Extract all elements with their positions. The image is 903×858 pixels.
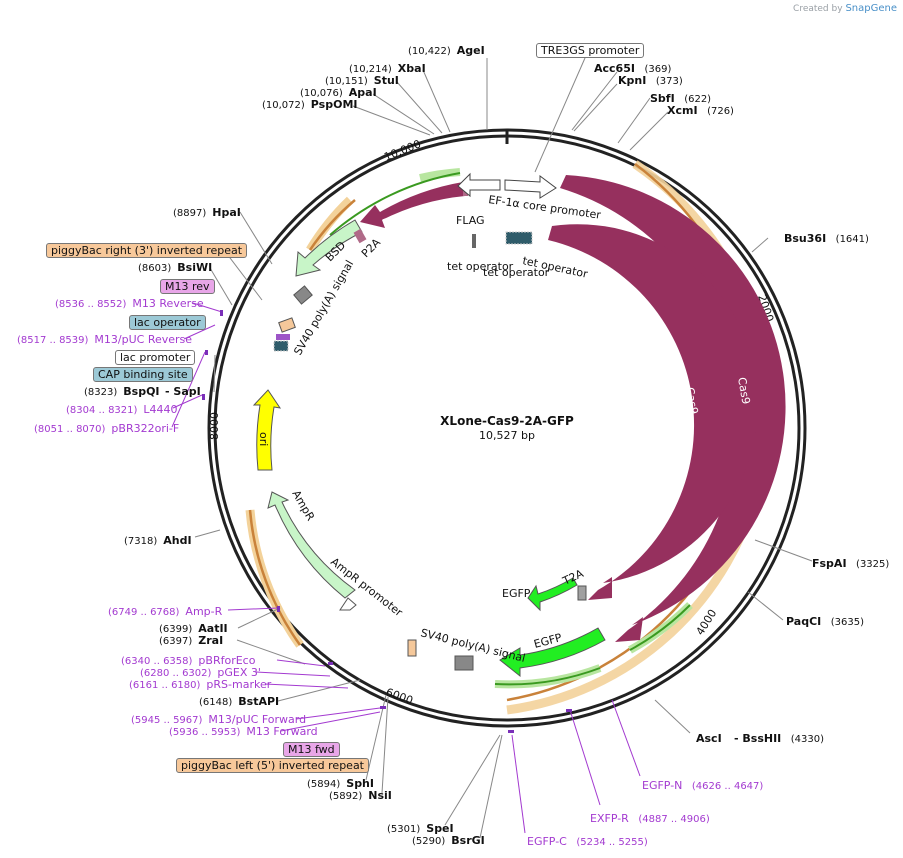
primer-leader-lines [171, 302, 641, 834]
feature-ef1a-promoter: EF-1α core promoter [488, 193, 603, 222]
tick-label-8000: 8000 [208, 412, 221, 440]
feature-tet-operator-2: tet operator [483, 266, 550, 279]
box-tre3gs-promoter: TRE3GS promoter [536, 43, 645, 58]
green-arc-bottomright [629, 604, 691, 651]
green-arc-top-halo [419, 168, 461, 182]
piggybac-right-box [278, 317, 296, 333]
box-m13-fwd: M13 fwd [283, 742, 340, 757]
tet-operator-small [472, 234, 476, 248]
site-bstapi: (6148)BstAPI [199, 695, 280, 708]
bsd-arrow [295, 219, 363, 277]
site-acc65i: Acc65I (369) [594, 62, 672, 75]
primer-prs-marker: (6161 .. 6180)pRS-marker [129, 678, 272, 691]
site-spei: (5301)SpeI [387, 822, 454, 835]
feature-cas9-outer: Cas9 [735, 376, 753, 405]
orange-arc-topleft [308, 199, 356, 251]
primer-amp-r: (6749 .. 6768)Amp-R [108, 605, 223, 618]
primer-pbrforeco: (6340 .. 6358)pBRforEco [121, 654, 256, 667]
feature-cas9-inner: Cas9 [683, 386, 701, 415]
green-arc-top [329, 172, 461, 236]
plasmid-name: XLone-Cas9-2A-GFP [440, 414, 574, 428]
ef1a-right-arrow [504, 175, 557, 199]
site-sapi: - SapI [165, 385, 201, 398]
feature-ampr: AmpR [289, 488, 317, 523]
site-agei: (10,422)AgeI [408, 44, 485, 57]
site-bsu36i: Bsu36I (1641) [784, 232, 869, 245]
primer-pbr322ori-f: (8051 .. 8070)pBR322ori-F [34, 422, 180, 435]
site-fspai: FspAI (3325) [812, 557, 890, 570]
site-bsrgi: (5290)BsrGI [412, 834, 485, 847]
site-aatii: (6399)AatII [159, 622, 228, 635]
site-asci: AscI [696, 732, 722, 745]
feature-ori: ori [257, 432, 270, 446]
egfp-inner-arrow [527, 577, 578, 612]
box-lac-promoter: lac promoter [115, 350, 196, 365]
primer-exfp-r: EXFP-R (4887 .. 4906) [590, 812, 710, 825]
orange-arc-left [248, 509, 302, 646]
ampr-promoter-arrow [339, 597, 357, 611]
site-pspomi: (10,072)PspOMI [262, 98, 358, 111]
tet-operator-block [505, 231, 533, 245]
ef1a-left-arrow [457, 172, 501, 198]
site-zrai: (6397)ZraI [159, 634, 224, 647]
primer-m13-reverse: (8536 .. 8552)M13 Reverse [55, 297, 204, 310]
credit-prefix: Created by [793, 4, 843, 14]
p2a-marker [353, 228, 367, 244]
piggybac-left-box [407, 639, 417, 657]
site-kpni: KpnI (373) [618, 74, 683, 87]
m13-rev-box [276, 334, 290, 340]
site-bspqi: (8323)BspQI [84, 385, 160, 398]
leader-lines [194, 57, 813, 839]
sv40-bottom-box [454, 655, 474, 671]
egfp-outer-arrow [499, 627, 606, 678]
plasmid-length: 10,527 bp [479, 429, 535, 442]
green-arc-bottom [494, 667, 601, 686]
box-piggybac-left: piggyBac left (5') inverted repeat [176, 758, 369, 773]
box-m13-rev: M13 rev [160, 279, 215, 294]
site-xbai: (10,214)XbaI [349, 62, 426, 75]
primer-pgex-3: (6280 .. 6302)pGEX 3' [140, 666, 261, 679]
tet-on-arrow [360, 182, 465, 228]
box-lac-operator: lac operator [129, 315, 206, 330]
primer-m13-puc-reverse: (8517 .. 8539)M13/pUC Reverse [17, 333, 193, 346]
site-sbfi: SbfI (622) [650, 92, 712, 105]
ampr-arrow [267, 491, 356, 599]
site-stui: (10,151)StuI [325, 74, 399, 87]
site-bsiwi: (8603)BsiWI [138, 261, 213, 274]
primer-l4440: (8304 .. 8321)L4440 [66, 403, 178, 416]
site-nsii: (5892)NsiI [329, 789, 392, 802]
t2a-marker [577, 585, 587, 601]
primer-m13-puc-forward: (5945 .. 5967)M13/pUC Forward [131, 713, 307, 726]
site-sphi: (5894)SphI [307, 777, 374, 790]
site-xcmi: XcmI (726) [667, 104, 734, 117]
lac-operator-box [273, 340, 289, 352]
snapgene-credit: Created by SnapGene [793, 3, 897, 14]
feature-tet-operator-1: tet operator [447, 260, 514, 273]
site-apai: (10,076)ApaI [300, 86, 377, 99]
primer-egfp-n: EGFP-N (4626 .. 4647) [642, 779, 764, 792]
site-ahdi: (7318)AhdI [124, 534, 192, 547]
box-piggybac-right: piggyBac right (3') inverted repeat [46, 243, 248, 258]
cas9-outer-arrow [560, 175, 786, 642]
tick-label-6000: 6000 [384, 686, 415, 708]
snapgene-logo: SnapGene [845, 3, 897, 14]
site-hpai: (8897)HpaI [173, 206, 241, 219]
ori-arrow [252, 389, 282, 471]
tick-label-10000: 10,000 [382, 137, 423, 163]
site-bsshii: - BssHII (4330) [734, 732, 825, 745]
sv40-grey-box [293, 285, 313, 305]
site-paqci: PaqCI (3635) [786, 615, 864, 628]
primer-marks [202, 310, 572, 733]
feature-egfp-inner: EGFP [502, 587, 531, 600]
primer-egfp-c: EGFP-C (5234 .. 5255) [527, 835, 648, 848]
cas9-inner-arrow [548, 224, 758, 600]
box-cap-binding-site: CAP binding site [93, 367, 193, 382]
primer-m13-forward: (5936 .. 5953)M13 Forward [169, 725, 318, 738]
feature-flag: FLAG [456, 214, 485, 227]
